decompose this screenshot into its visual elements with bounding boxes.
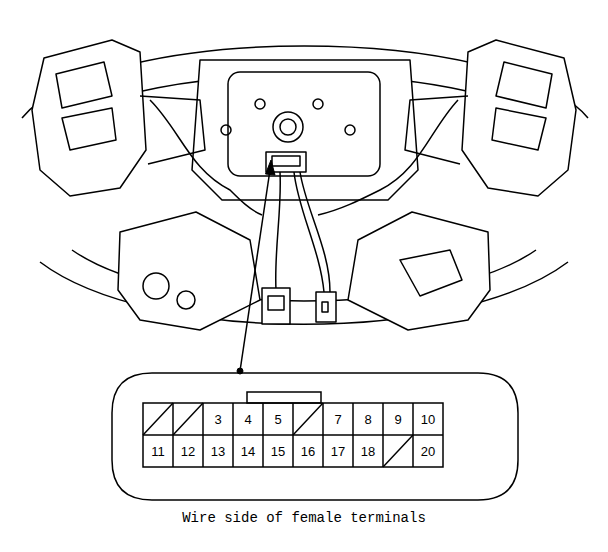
hatch xyxy=(383,435,413,467)
harness xyxy=(276,172,281,290)
caption: Wire side of female terminals xyxy=(0,510,608,526)
pin-number: 8 xyxy=(364,413,371,426)
leader xyxy=(237,160,275,374)
arrowhead xyxy=(266,160,276,175)
steering-wheel xyxy=(22,40,588,330)
screw xyxy=(255,99,265,109)
hatch xyxy=(143,403,173,435)
cell-grid xyxy=(143,403,443,467)
pin-number: 13 xyxy=(211,445,225,458)
connector-plug xyxy=(316,292,336,322)
switch-button xyxy=(62,108,116,150)
harness xyxy=(300,172,330,292)
pin-number: 16 xyxy=(301,445,315,458)
pin-number: 7 xyxy=(334,413,341,426)
connector-face xyxy=(112,373,518,500)
center-bolt xyxy=(273,112,303,142)
switch-pod xyxy=(462,40,576,196)
connector-outline xyxy=(112,373,518,500)
cell-lines xyxy=(173,403,413,467)
connector-plug xyxy=(268,296,284,310)
pin-number: 3 xyxy=(214,413,221,426)
switch-button xyxy=(496,62,552,108)
screw xyxy=(221,125,231,135)
switch-button xyxy=(492,108,546,150)
spoke-cover xyxy=(348,212,490,330)
hatch xyxy=(173,403,203,435)
cell-line xyxy=(202,403,204,467)
switch-button xyxy=(177,291,195,309)
switch-button xyxy=(400,250,462,296)
connector-plug xyxy=(262,288,290,324)
cell-line xyxy=(262,403,264,467)
wire xyxy=(150,100,262,215)
connector xyxy=(272,156,300,166)
pin-number: 4 xyxy=(244,413,251,426)
cell-line xyxy=(382,403,384,467)
spoke-cover xyxy=(118,212,260,330)
harness xyxy=(294,172,324,292)
switch-pod xyxy=(32,40,146,196)
pin-number: 12 xyxy=(181,445,195,458)
pin-number: 11 xyxy=(151,445,165,458)
bracket xyxy=(140,96,205,164)
switch-button xyxy=(143,273,169,299)
hatch xyxy=(293,403,323,435)
pin-number: 15 xyxy=(271,445,285,458)
center-bolt xyxy=(280,119,296,135)
switch-button xyxy=(56,62,112,108)
pin-number: 20 xyxy=(421,445,435,458)
screw xyxy=(313,99,323,109)
pin-number: 17 xyxy=(331,445,345,458)
pin-number: 14 xyxy=(241,445,255,458)
pin-number: 18 xyxy=(361,445,375,458)
airbag-opening xyxy=(228,72,380,176)
hub xyxy=(192,60,418,200)
pin-number: 10 xyxy=(421,413,435,426)
leader-line xyxy=(240,170,270,371)
wire xyxy=(318,100,458,215)
pin-number: 5 xyxy=(274,413,281,426)
latch-tab xyxy=(247,392,321,403)
screw xyxy=(345,125,355,135)
connector-plug xyxy=(322,302,328,312)
pin-number: 9 xyxy=(394,413,401,426)
cell-line xyxy=(322,403,324,467)
cell-line xyxy=(352,403,354,467)
cell-line xyxy=(232,403,234,467)
